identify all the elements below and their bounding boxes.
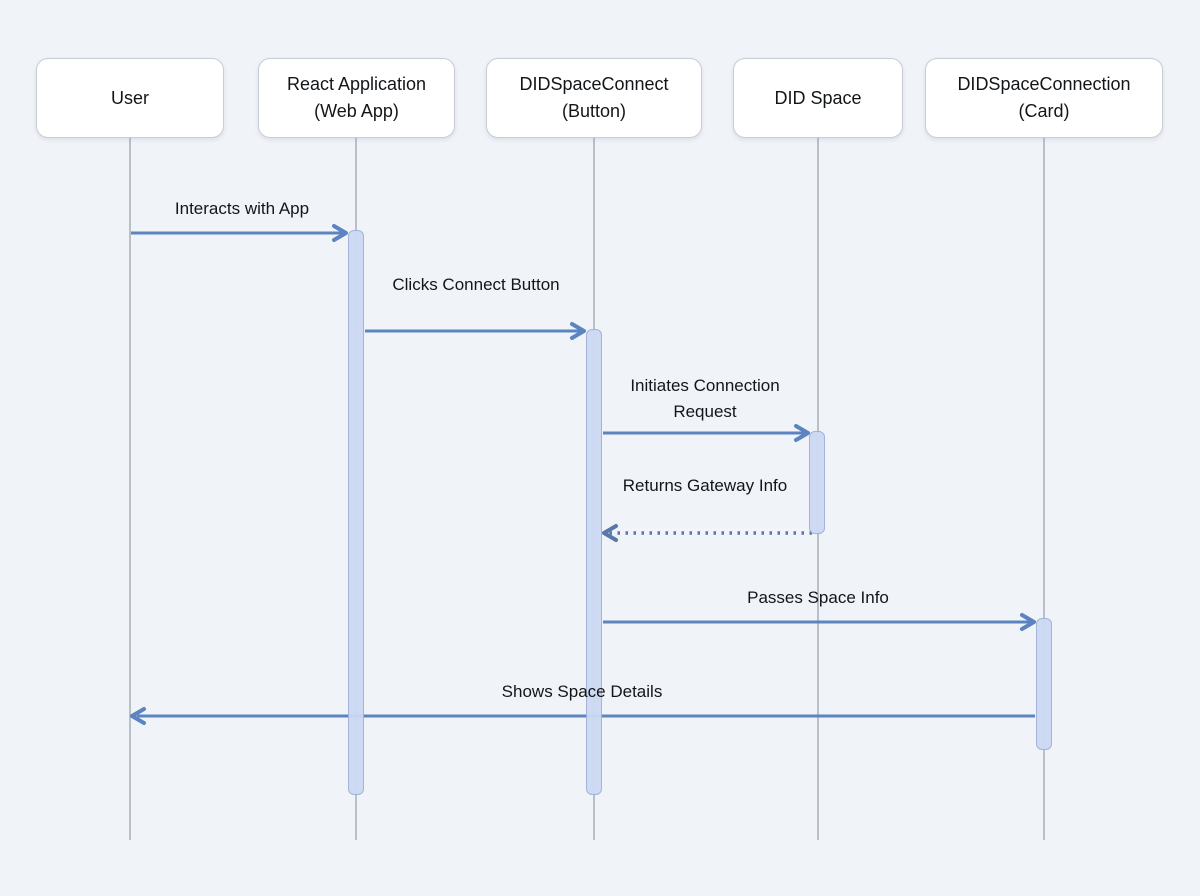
message-label-interacts-with-app: Interacts with App <box>174 199 310 218</box>
arrow-head-icon <box>332 224 348 242</box>
participant-label-react: React Application (Web App) <box>286 74 427 121</box>
message-label-passes-space-info: Passes Space Info <box>747 588 889 607</box>
participant-label-card: DIDSpaceConnection (Card) <box>957 74 1131 121</box>
message-arrow-returns-gateway-info <box>602 524 812 542</box>
activation-bar-connect <box>586 329 602 795</box>
participant-box-card: DIDSpaceConnection (Card) <box>925 58 1163 138</box>
arrow-head-icon <box>570 322 586 340</box>
message-arrow-shows-space-details <box>130 707 1035 725</box>
arrow-head-icon <box>1020 613 1036 631</box>
message-label-returns-gateway-info: Returns Gateway Info <box>622 476 788 495</box>
participant-label-user: User <box>110 87 149 108</box>
participant-box-connect: DIDSpaceConnect (Button) <box>486 58 702 138</box>
message-arrow-initiates-connection-request <box>603 424 810 442</box>
message-label-initiates-connection-request: Initiates Connection Request <box>630 376 780 422</box>
participant-label-space: DID Space <box>774 87 862 108</box>
arrow-head-icon <box>794 424 810 442</box>
message-label-shows-space-details: Shows Space Details <box>501 682 663 701</box>
lifeline-card <box>1043 138 1045 840</box>
activation-bar-space <box>809 431 825 534</box>
participant-box-space: DID Space <box>733 58 903 138</box>
arrow-head-icon <box>602 524 618 542</box>
participant-box-react: React Application (Web App) <box>258 58 455 138</box>
activation-bar-react <box>348 230 364 795</box>
message-arrow-clicks-connect-button <box>365 322 586 340</box>
participant-label-connect: DIDSpaceConnect (Button) <box>519 74 669 121</box>
arrow-head-icon <box>130 707 146 725</box>
participant-box-user: User <box>36 58 224 138</box>
message-label-clicks-connect-button: Clicks Connect Button <box>392 275 560 294</box>
message-arrow-interacts-with-app <box>131 224 348 242</box>
lifeline-user <box>129 138 131 840</box>
message-arrow-passes-space-info <box>603 613 1036 631</box>
activation-bar-card <box>1036 618 1052 750</box>
